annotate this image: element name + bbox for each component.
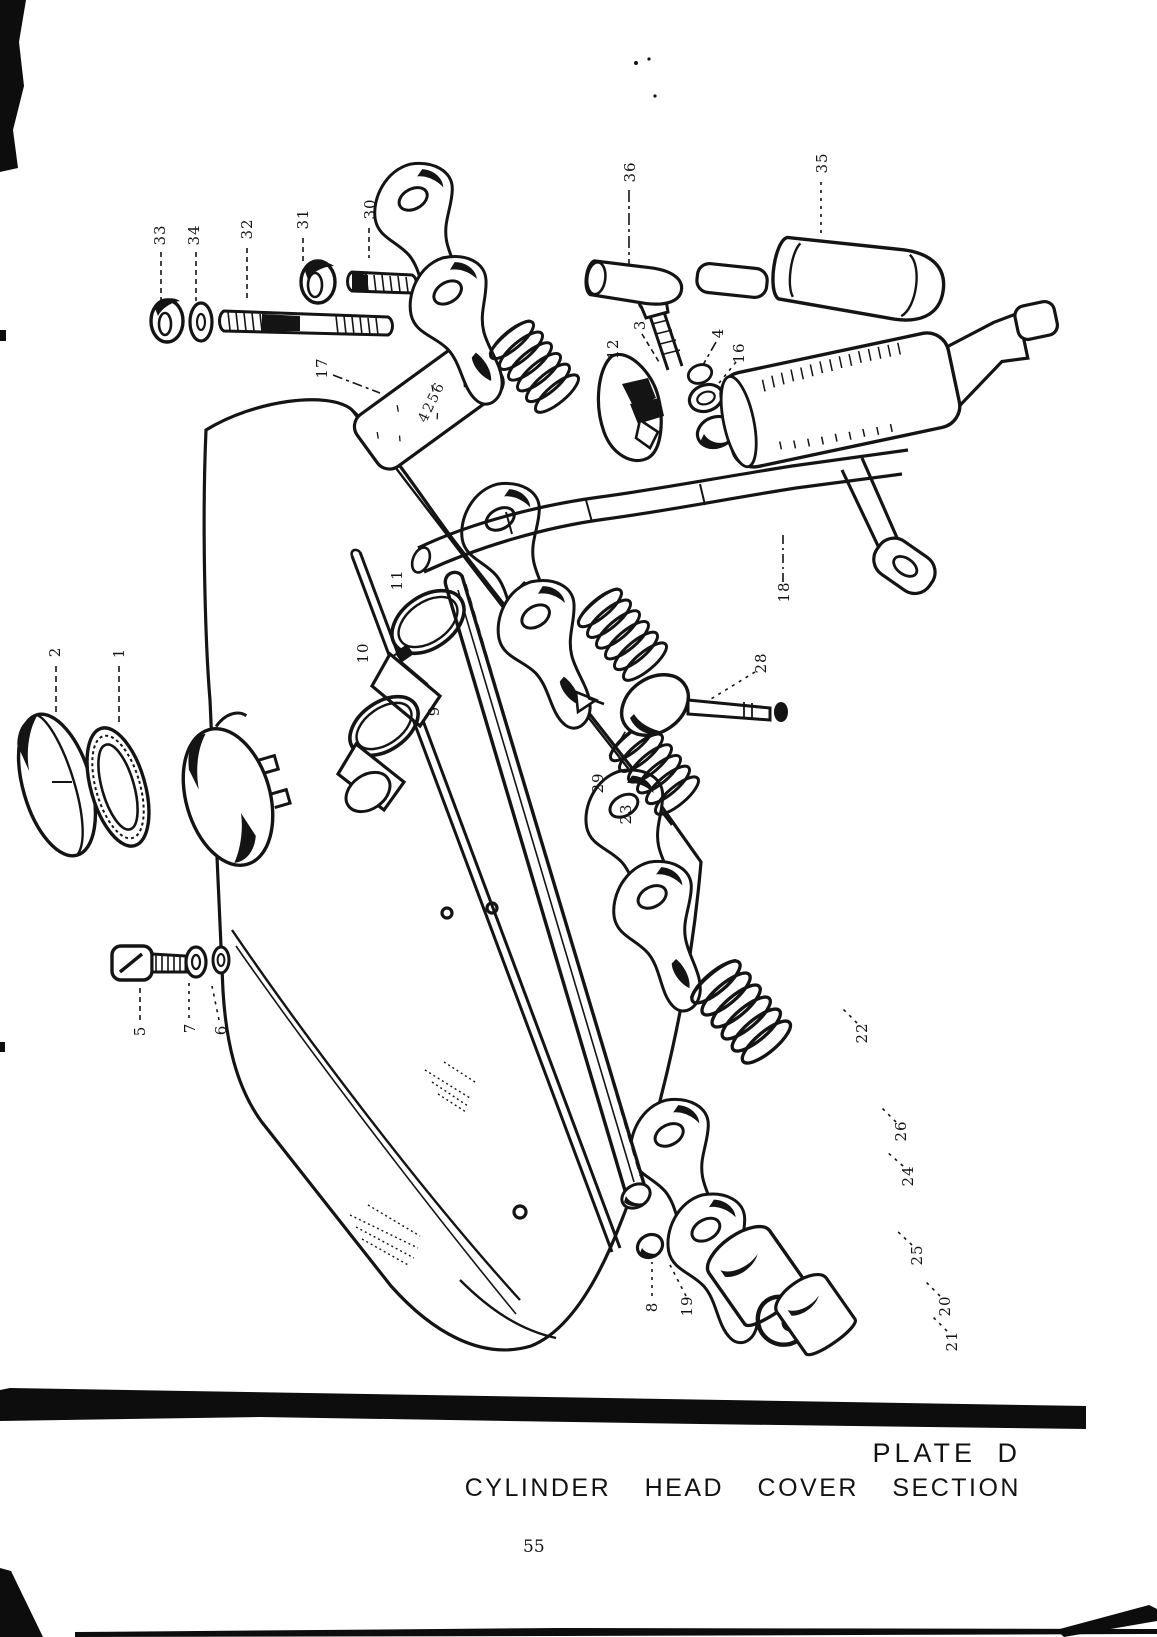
cam-follower-2: [774, 1272, 857, 1357]
cover-screw-and-washers: [110, 944, 231, 982]
callout-20: 20: [936, 1295, 954, 1317]
callout-7: 7: [181, 1022, 199, 1034]
tube-cap-36: [584, 259, 684, 306]
tube-end-cap: [635, 1232, 665, 1260]
valve-spring-1: [484, 314, 585, 420]
callout-21: 21: [943, 1330, 961, 1352]
short-stud-30: [346, 270, 418, 295]
plate-label: PLATE D: [872, 1438, 1021, 1468]
callout-16: 16: [730, 342, 748, 364]
callout-9: 9: [425, 705, 443, 717]
nut-31: [299, 259, 337, 305]
scan-artifact-rule: [0, 1388, 1086, 1429]
callout-35: 35: [813, 152, 831, 174]
callout-1: 1: [110, 647, 128, 659]
callout-28: 28: [752, 652, 770, 674]
knurled-cylinder: [719, 299, 1060, 469]
callout-17: 17: [313, 357, 331, 379]
filler-neck-boss: [181, 711, 292, 867]
callout-22: 22: [853, 1022, 871, 1044]
callout-18: 18: [775, 581, 793, 603]
scan-artifact-bottom-right: [1056, 1605, 1157, 1637]
callout-11: 11: [388, 569, 406, 591]
scan-artifact-bottom-left: [0, 1568, 43, 1637]
tube-cap-35: [771, 235, 946, 322]
scan-artifact-top-left: [0, 0, 26, 172]
callout-25: 25: [908, 1244, 926, 1266]
callout-8: 8: [643, 1301, 661, 1313]
callout-29: 29: [589, 772, 607, 794]
callout-23: 23: [617, 803, 635, 825]
scan-artifact-bottom-line: [75, 1628, 1157, 1637]
callout-33: 33: [151, 224, 169, 246]
plate-caption: CYLINDER HEAD COVER SECTION: [464, 1474, 1021, 1502]
hose-end-stub: [335, 741, 407, 814]
callout-6: 6: [212, 1024, 230, 1036]
pushrod-tube: [443, 570, 652, 1210]
tappet-adjuster: [574, 673, 788, 737]
rocker-pivot-cluster: [596, 352, 737, 463]
callout-34: 34: [185, 224, 203, 246]
callout-5: 5: [131, 1025, 149, 1037]
oil-filler-cap: [16, 712, 98, 858]
callout-10: 10: [354, 642, 372, 664]
valve-spring-4: [684, 953, 798, 1071]
callout-30: 30: [361, 198, 379, 220]
callout-2: 2: [46, 646, 64, 658]
breather-pipe: [410, 448, 937, 596]
washer-34: [188, 301, 214, 343]
callout-26: 26: [892, 1120, 910, 1142]
breather-hose: [369, 651, 443, 729]
long-stud-32: [218, 309, 394, 337]
callout-19: 19: [678, 1295, 696, 1317]
sealing-ring: [85, 726, 151, 848]
callout-32: 32: [238, 218, 256, 240]
callout-24: 24: [899, 1165, 917, 1187]
callout-12: 12: [604, 338, 622, 360]
callout-31: 31: [294, 208, 312, 230]
callout-4: 4: [709, 327, 727, 339]
stud-nut-33: [149, 298, 185, 344]
callout-3: 3: [631, 319, 649, 331]
tube-cap-mid: [695, 262, 769, 299]
page-number: 55: [523, 1537, 545, 1557]
valve-spring-2: [572, 582, 673, 688]
callout-36: 36: [621, 161, 639, 183]
